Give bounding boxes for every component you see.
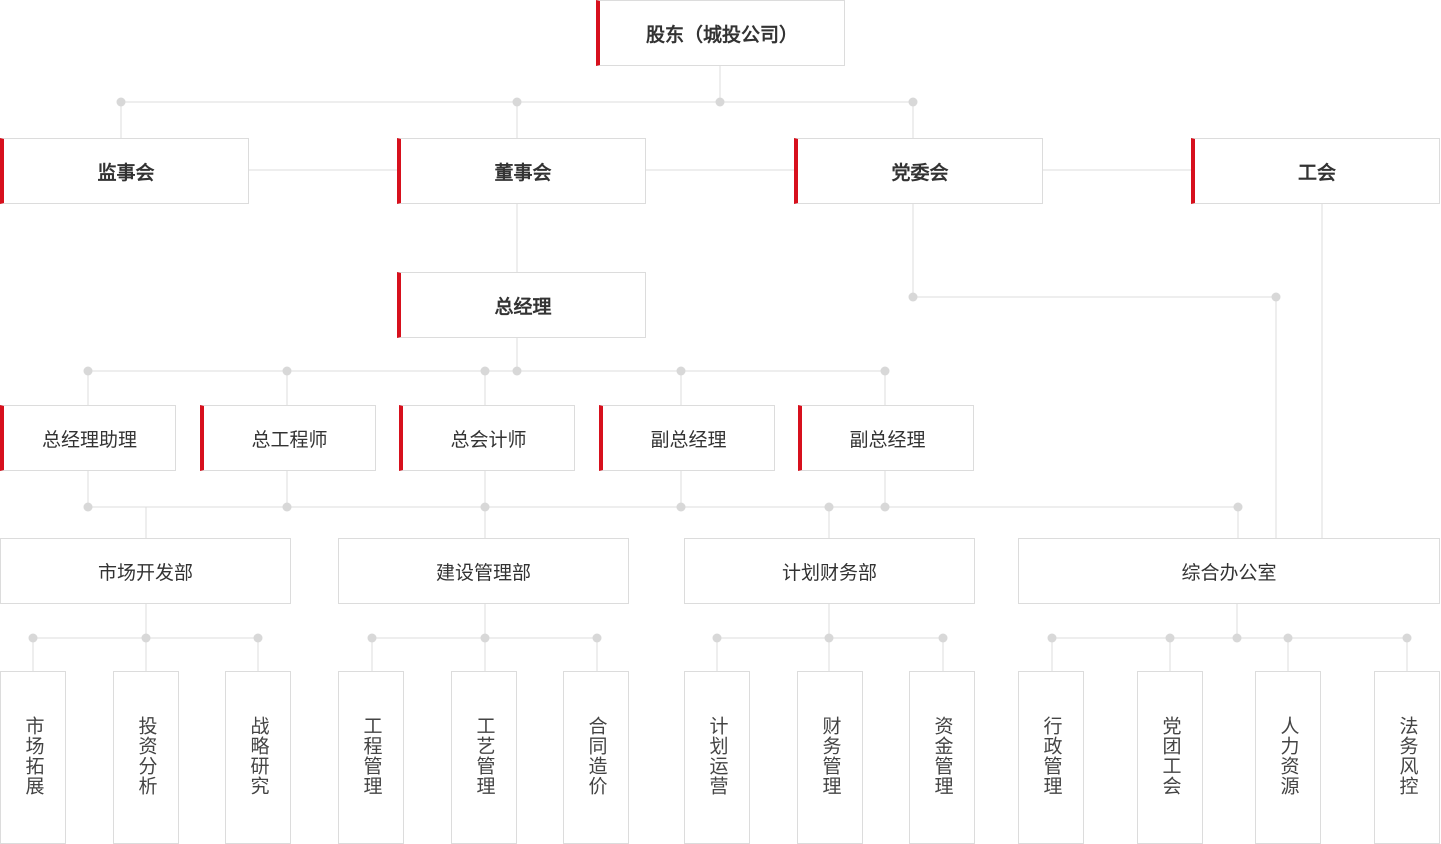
connector-dot (824, 502, 834, 512)
node-section-label: 财务管理 (819, 716, 842, 796)
connector-dot (1283, 633, 1293, 643)
node-section-label: 法务风控 (1396, 716, 1419, 796)
connector-dot (1233, 502, 1243, 512)
connector-dot (1402, 633, 1412, 643)
connector-dot (28, 633, 38, 643)
connector-dot (512, 366, 522, 376)
connector-dot (712, 633, 722, 643)
connector-dot (592, 633, 602, 643)
node-supervisory-board[interactable]: 监事会 (0, 138, 249, 204)
node-chief-engineer-label: 总工程师 (251, 428, 328, 451)
connector-dot (676, 502, 686, 512)
node-section-finance-1[interactable]: 计划运营 (684, 671, 750, 844)
node-dept-construction-label: 建设管理部 (435, 561, 531, 584)
node-dept-market[interactable]: 市场开发部 (0, 538, 291, 604)
node-deputy-gm-2-label: 副总经理 (849, 428, 926, 451)
node-section-construction-2[interactable]: 工艺管理 (451, 671, 517, 844)
node-shareholder-label: 股东（城投公司） (645, 23, 798, 46)
node-board-of-directors[interactable]: 董事会 (397, 138, 646, 204)
node-board-of-directors-label: 董事会 (494, 161, 552, 184)
node-deputy-gm-1-label: 副总经理 (650, 428, 727, 451)
node-section-label: 人力资源 (1277, 716, 1300, 796)
node-gm-assistant-label: 总经理助理 (41, 428, 137, 451)
connector-dot (880, 502, 890, 512)
connector-dot (512, 97, 522, 107)
node-dept-finance[interactable]: 计划财务部 (684, 538, 975, 604)
node-deputy-gm-2[interactable]: 副总经理 (798, 405, 974, 471)
node-section-finance-2[interactable]: 财务管理 (797, 671, 863, 844)
node-dept-finance-label: 计划财务部 (781, 561, 877, 584)
node-section-label: 党团工会 (1159, 716, 1182, 796)
node-section-office-1[interactable]: 行政管理 (1018, 671, 1084, 844)
node-section-label: 市场拓展 (22, 716, 45, 796)
node-party-committee[interactable]: 党委会 (794, 138, 1043, 204)
node-trade-union-label: 工会 (1297, 161, 1336, 184)
node-chief-accountant-label: 总会计师 (450, 428, 527, 451)
node-dept-construction[interactable]: 建设管理部 (338, 538, 629, 604)
connector-dot (282, 502, 292, 512)
node-party-committee-label: 党委会 (891, 161, 949, 184)
connector-dot (824, 633, 834, 643)
node-section-market-2[interactable]: 投资分析 (113, 671, 179, 844)
connector-dot (1165, 633, 1175, 643)
node-section-market-3[interactable]: 战略研究 (225, 671, 291, 844)
node-section-office-2[interactable]: 党团工会 (1137, 671, 1203, 844)
node-general-manager[interactable]: 总经理 (397, 272, 646, 338)
connector-dot (1271, 292, 1281, 302)
connector-dot (480, 502, 490, 512)
node-section-label: 行政管理 (1040, 716, 1063, 796)
connector-dot (908, 97, 918, 107)
node-general-manager-label: 总经理 (494, 295, 552, 318)
connector-dot (908, 292, 918, 302)
node-chief-engineer[interactable]: 总工程师 (200, 405, 376, 471)
node-section-office-3[interactable]: 人力资源 (1255, 671, 1321, 844)
node-dept-market-label: 市场开发部 (97, 561, 193, 584)
connector-dot (1047, 633, 1057, 643)
node-section-label: 投资分析 (135, 716, 158, 796)
connector-dot (715, 97, 725, 107)
node-dept-office[interactable]: 综合办公室 (1018, 538, 1440, 604)
node-section-label: 资金管理 (931, 716, 954, 796)
node-section-office-4[interactable]: 法务风控 (1374, 671, 1440, 844)
node-section-label: 工程管理 (360, 716, 383, 796)
connector-dot (116, 97, 126, 107)
node-section-market-1[interactable]: 市场拓展 (0, 671, 66, 844)
connector-dot (676, 366, 686, 376)
node-deputy-gm-1[interactable]: 副总经理 (599, 405, 775, 471)
node-section-label: 计划运营 (706, 716, 729, 796)
node-section-finance-3[interactable]: 资金管理 (909, 671, 975, 844)
connector-dot (938, 633, 948, 643)
connector-dot (253, 633, 263, 643)
connector-dot (141, 633, 151, 643)
node-trade-union[interactable]: 工会 (1191, 138, 1440, 204)
connector-dot (282, 366, 292, 376)
node-supervisory-board-label: 监事会 (97, 161, 155, 184)
connector-dot (880, 366, 890, 376)
node-section-construction-3[interactable]: 合同造价 (563, 671, 629, 844)
connector-dot (83, 366, 93, 376)
node-gm-assistant[interactable]: 总经理助理 (0, 405, 176, 471)
node-section-label: 工艺管理 (473, 716, 496, 796)
node-section-label: 合同造价 (585, 716, 608, 796)
connector-dot (480, 366, 490, 376)
node-dept-office-label: 综合办公室 (1181, 561, 1277, 584)
node-chief-accountant[interactable]: 总会计师 (399, 405, 575, 471)
connector-dot (1232, 633, 1242, 643)
node-section-construction-1[interactable]: 工程管理 (338, 671, 404, 844)
node-shareholder[interactable]: 股东（城投公司） (596, 0, 845, 66)
connector-dot (83, 502, 93, 512)
connector-dot (480, 633, 490, 643)
node-section-label: 战略研究 (247, 716, 270, 796)
connector-dot (367, 633, 377, 643)
